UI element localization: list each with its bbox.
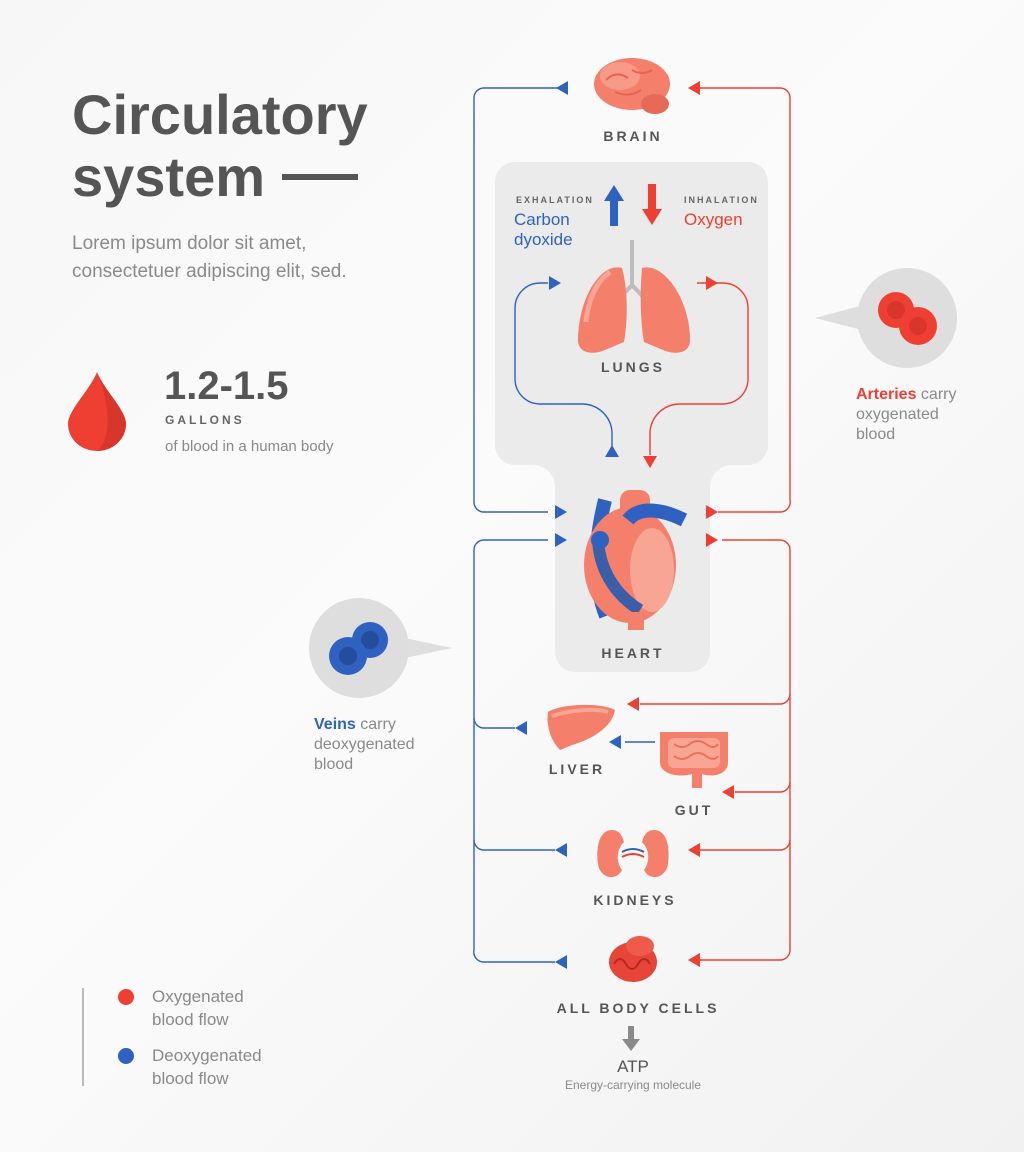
blue-blood-cells-icon <box>309 598 452 698</box>
oxygenated-flow-lines <box>640 87 791 961</box>
red-blood-cells-icon <box>815 268 957 368</box>
arteries-line-2: oxygenated <box>856 406 939 423</box>
deoxygenated-legend-line-1: Deoxygenated <box>152 1046 262 1065</box>
blue-arrowheads <box>515 81 621 969</box>
carbon-dioxide-text: Carbon dyoxide <box>514 210 573 250</box>
veins-line-3: blood <box>314 756 354 773</box>
carbon-dioxide-line-1: Carbon <box>514 210 570 229</box>
veins-line-2: deoxygenated <box>314 736 415 753</box>
lungs-heart-panel <box>495 162 768 672</box>
legend-divider <box>82 988 84 1086</box>
veins-highlight: Veins <box>314 716 356 733</box>
brain-icon <box>594 58 670 114</box>
liver-icon <box>547 704 615 750</box>
atp-arrow <box>622 1026 640 1051</box>
deoxygenated-legend-dot <box>118 1048 134 1064</box>
subtitle: Lorem ipsum dolor sit amet, consectetuer… <box>72 230 402 286</box>
stat-unit: GALLONS <box>165 413 245 427</box>
arteries-highlight: Arteries <box>856 386 917 403</box>
subtitle-line-2: consectetuer adipiscing elit, sed. <box>72 261 347 282</box>
kidneys-icon <box>597 830 669 878</box>
arteries-line-3: blood <box>856 426 896 443</box>
stat-description: of blood in a human body <box>165 438 334 455</box>
atp-description: Energy-carrying molecule <box>564 1078 702 1092</box>
lungs-icon <box>578 240 690 353</box>
oxygenated-legend-dot <box>118 989 134 1005</box>
veins-note: Veins carry deoxygenated blood <box>314 715 464 775</box>
oxygenated-legend-line-2: blood flow <box>152 1010 229 1029</box>
title-line-2: system <box>72 145 266 208</box>
atp-label: ATP <box>617 1057 649 1076</box>
veins-rest: carry <box>355 716 396 733</box>
stat-value: 1.2-1.5 <box>164 364 289 408</box>
heart-icon <box>584 490 688 630</box>
deoxygenated-legend-line-2: blood flow <box>152 1069 229 1088</box>
arteries-rest: carry <box>916 386 957 403</box>
red-arrowheads <box>627 81 734 967</box>
lungs-label: LUNGS <box>601 359 665 375</box>
cells-icon <box>609 936 657 982</box>
liver-label: LIVER <box>548 761 606 777</box>
deoxygenated-legend-text: Deoxygenated blood flow <box>152 1044 262 1090</box>
deoxygenated-flow-lines <box>473 87 655 963</box>
kidneys-label: KIDNEYS <box>593 892 677 908</box>
subtitle-line-1: Lorem ipsum dolor sit amet, <box>72 233 307 254</box>
carbon-dioxide-line-2: dyoxide <box>514 230 573 249</box>
title-line-1: Circulatory <box>72 83 368 146</box>
gas-exchange-arrows <box>604 184 662 226</box>
brain-label: BRAIN <box>603 128 663 144</box>
inhalation-label: INHALATION <box>684 195 759 205</box>
arteries-note: Arteries carry oxygenated blood <box>856 385 1006 445</box>
all-body-cells-label: ALL BODY CELLS <box>556 1000 720 1016</box>
blood-drop-icon <box>68 372 126 451</box>
oxygen-text: Oxygen <box>684 210 743 229</box>
oxygenated-legend-line-1: Oxygenated <box>152 987 244 1006</box>
oxygenated-legend-text: Oxygenated blood flow <box>152 985 244 1031</box>
page-title: Circulatory system <box>72 84 392 208</box>
exhalation-label: EXHALATION <box>516 195 594 205</box>
heart-label: HEART <box>601 645 665 661</box>
gut-label: GUT <box>674 802 714 818</box>
title-divider <box>282 174 358 180</box>
gut-icon <box>660 732 728 788</box>
